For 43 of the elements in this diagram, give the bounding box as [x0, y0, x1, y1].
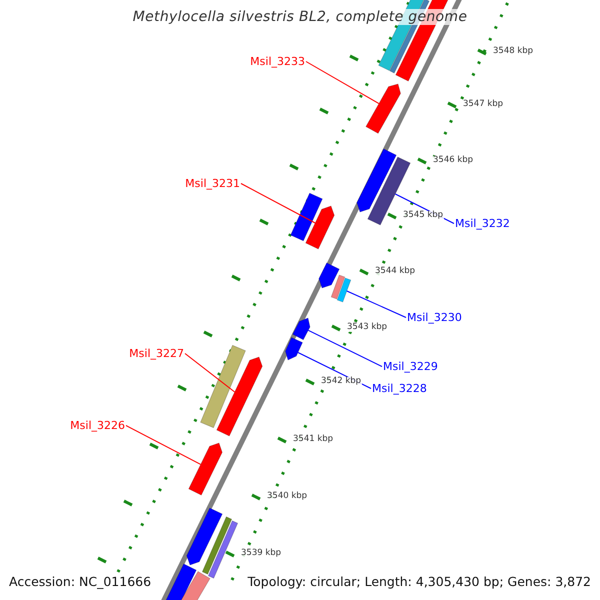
- gene-bar: [180, 571, 210, 600]
- gene-bar: [356, 148, 397, 212]
- footer-note: Accession: NC_011666: [9, 576, 152, 588]
- gene-label: Msil_3230: [407, 312, 462, 323]
- leader-line: [240, 183, 316, 224]
- gene-label: Msil_3231: [185, 178, 240, 189]
- leader-line: [346, 290, 406, 318]
- gene-bar: [290, 192, 323, 242]
- gene-bar: [292, 318, 310, 340]
- tick-label: 3539 kbp: [240, 549, 282, 558]
- footer-note: Topology: circular; Length: 4,305,430 bp; Genes: 3,872: [248, 576, 591, 588]
- gene-label: Msil_3232: [455, 218, 510, 229]
- gene-label: Msil_3233: [250, 56, 305, 67]
- gene-bar: [285, 337, 303, 360]
- tick-label: 3548 kbp: [492, 47, 534, 56]
- gene-bar: [305, 206, 335, 250]
- leader-line: [184, 353, 236, 392]
- gene-bar: [208, 520, 238, 579]
- gene-label: Msil_3226: [70, 420, 125, 431]
- gene-label: Msil_3227: [129, 348, 184, 359]
- gene-bar: [165, 564, 197, 600]
- gene-label: Msil_3229: [383, 361, 438, 372]
- leader-line: [308, 330, 382, 367]
- gene-label: Msil_3228: [372, 383, 427, 394]
- tick-label: 3540 kbp: [266, 492, 308, 500]
- gene-bar: [330, 274, 346, 300]
- gene-bar: [186, 508, 223, 566]
- gene-bar: [216, 356, 263, 436]
- gene-bar: [200, 344, 246, 428]
- gene-bar: [188, 442, 223, 496]
- gene-bar: [336, 278, 352, 302]
- leader-line: [306, 61, 380, 104]
- tick-label: 3547 kbp: [462, 100, 504, 108]
- gene-bar: [202, 516, 232, 575]
- tick-label: 3541 kbp: [292, 435, 334, 444]
- gene-bar: [366, 84, 401, 134]
- tick-label: 3546 kbp: [432, 156, 474, 164]
- gene-bar: [318, 262, 340, 288]
- tick-label: 3544 kbp: [374, 267, 416, 276]
- tick-label: 3543 kbp: [346, 323, 388, 332]
- tick-label: 3542 kbp: [320, 377, 362, 386]
- tick-label: 3545 kbp: [402, 211, 444, 220]
- leader-line: [126, 425, 202, 465]
